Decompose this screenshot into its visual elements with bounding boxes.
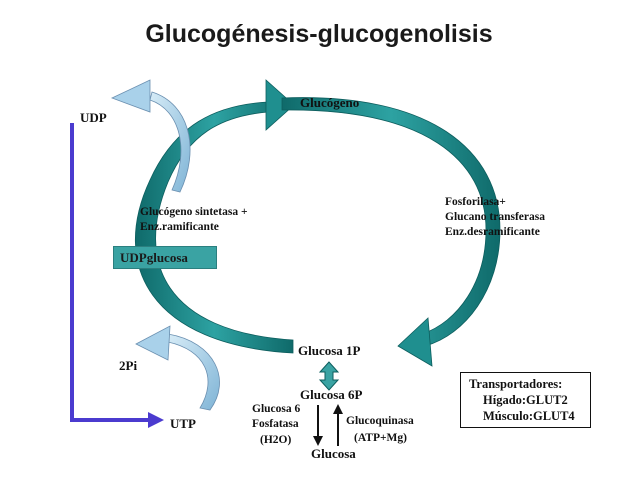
udp-glucosa-box: UDPglucosa xyxy=(113,246,217,269)
transporter-liver: Hígado:GLUT2 xyxy=(483,393,568,407)
glucosa-6p-label: Glucosa 6P xyxy=(300,387,363,402)
pyrophosphate-label: 2Pi xyxy=(119,358,138,373)
synthesis-enzyme-line1: Glucógeno sintetasa + xyxy=(140,206,248,218)
phosphatase-enzyme: Glucosa 6 Fosfatasa xyxy=(252,402,300,432)
phosphatase-arrow xyxy=(313,405,323,446)
page-title: Glucogénesis-glucogenolisis xyxy=(145,20,493,48)
glucosa-1p-label: Glucosa 1P xyxy=(298,343,361,358)
glucokinase-arrow xyxy=(333,404,343,446)
utp-label: UTP xyxy=(170,416,196,431)
transporters-heading: Transportadores: xyxy=(469,377,563,391)
glucokinase-cofactor: (ATP+Mg) xyxy=(354,432,407,444)
degradation-enzyme-line1: Fosforilasa+ xyxy=(445,196,506,208)
glucogeno-label: Glucógeno xyxy=(300,95,360,110)
phosphatase-line1: Glucosa 6 xyxy=(252,403,301,415)
phosphatase-line2: Fosfatasa xyxy=(252,418,299,430)
glucosa-label: Glucosa xyxy=(311,446,356,461)
pyrophosphate-release-arrow xyxy=(135,325,220,411)
phosphatase-cofactor: (H2O) xyxy=(260,434,292,446)
degradation-enzymes: Fosforilasa+ Glucano transferasa Enz.des… xyxy=(445,195,545,240)
degradation-enzyme-line3: Enz.desramificante xyxy=(445,226,540,238)
udp-label: UDP xyxy=(80,110,107,125)
transporter-muscle: Músculo:GLUT4 xyxy=(483,409,575,423)
udp-to-utp-line xyxy=(70,123,164,428)
glucokinase-label: Glucoquinasa xyxy=(346,415,414,427)
synthesis-arc-arrow xyxy=(135,79,295,354)
udp-release-arrow xyxy=(110,79,191,193)
transporters-box: Transportadores: Hígado:GLUT2 Músculo:GL… xyxy=(460,372,591,428)
g1p-g6p-bidirectional-arrow xyxy=(318,361,340,391)
synthesis-enzymes: Glucógeno sintetasa + Enz.ramificante xyxy=(140,205,248,235)
degradation-enzyme-line2: Glucano transferasa xyxy=(445,211,545,223)
degradation-arc-arrow xyxy=(281,97,501,367)
synthesis-enzyme-line2: Enz.ramificante xyxy=(140,221,219,233)
